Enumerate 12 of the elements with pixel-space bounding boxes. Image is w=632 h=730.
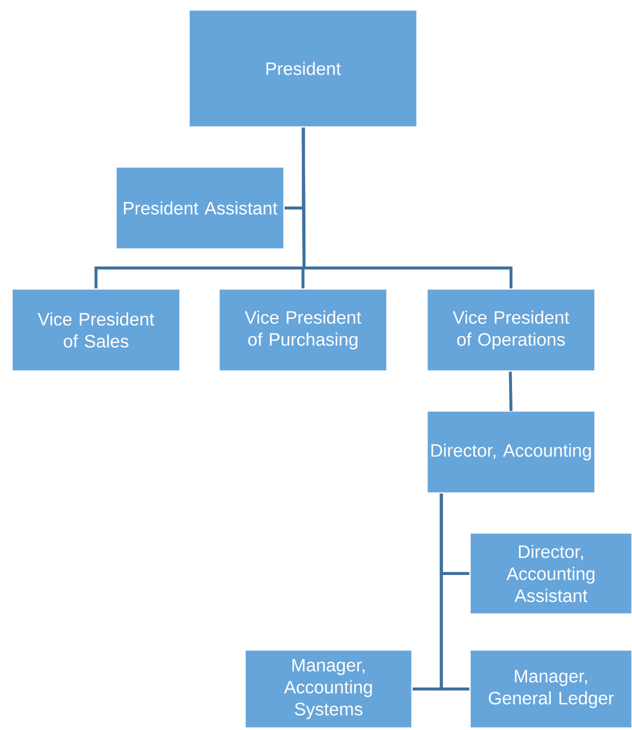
org-box: Director, Accounting [426, 410, 596, 494]
org-box: Vice President of Purchasing [218, 288, 388, 372]
org-box: Manager, General Ledger [469, 649, 632, 729]
connector-line [508, 372, 512, 412]
org-box: Manager, Accounting Systems [244, 649, 413, 729]
org-box: Director, Accounting Assistant [469, 532, 632, 615]
connector-line [440, 494, 470, 690]
org-box: Vice President of Operations [426, 288, 596, 372]
org-box: President [188, 9, 418, 128]
connector-line [302, 128, 512, 288]
org-box: Vice President of Sales [11, 288, 181, 372]
org-box: President Assistant [115, 166, 285, 250]
